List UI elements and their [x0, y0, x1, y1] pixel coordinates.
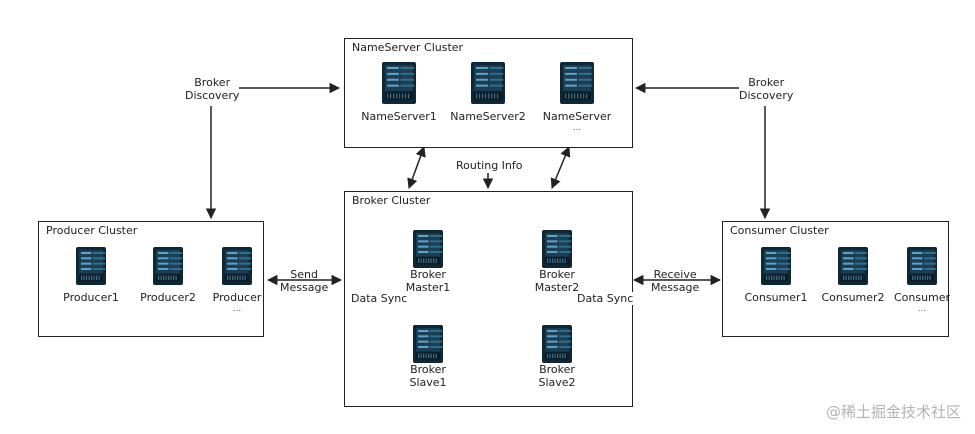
- node-label: NameServer2: [450, 110, 526, 123]
- broker-discovery-right-label: Broker Discovery: [739, 76, 794, 102]
- data-sync-right-label: Data Sync: [577, 292, 634, 305]
- node-sublabel: ...: [232, 304, 242, 314]
- server-icon: [542, 325, 572, 363]
- consumer-node-2[interactable]: Consumer2: [808, 247, 898, 304]
- consumer-cluster-title: Consumer Cluster: [730, 224, 829, 237]
- broker-cluster-title: Broker Cluster: [352, 194, 431, 207]
- node-label: Producer1: [63, 291, 119, 304]
- node-label: Broker Slave2: [538, 363, 576, 389]
- broker-master-2[interactable]: Broker Master2: [512, 230, 602, 294]
- node-sublabel: ...: [917, 304, 927, 314]
- data-sync-left-label: Data Sync: [351, 292, 408, 305]
- server-icon: [382, 62, 416, 104]
- node-label: Producer: [212, 291, 262, 304]
- server-icon: [838, 247, 868, 285]
- server-icon: [76, 247, 106, 285]
- send-message-label: Send Message: [280, 268, 329, 294]
- node-label: Broker Master2: [534, 268, 580, 294]
- node-label: NameServer: [542, 110, 612, 123]
- server-icon: [471, 62, 505, 104]
- node-label: Consumer2: [821, 291, 885, 304]
- broker-discovery-left-label: Broker Discovery: [185, 76, 240, 102]
- consumer-node-3[interactable]: Consumer ...: [877, 247, 967, 314]
- server-icon: [542, 230, 572, 268]
- server-icon: [907, 247, 937, 285]
- nameserver-node-2[interactable]: NameServer2: [443, 62, 533, 123]
- route-arrow-right: [550, 146, 571, 189]
- receive-message-label: Receive Message: [651, 268, 700, 294]
- producer-cluster-title: Producer Cluster: [46, 224, 138, 237]
- node-label: Producer2: [140, 291, 196, 304]
- node-label: Broker Master1: [405, 268, 451, 294]
- node-label: NameServer1: [361, 110, 437, 123]
- node-label: Consumer: [893, 291, 951, 304]
- nameserver-node-1[interactable]: NameServer1: [354, 62, 444, 123]
- producer-node-1[interactable]: Producer1: [46, 247, 136, 304]
- broker-slave-2[interactable]: Broker Slave2: [512, 325, 602, 389]
- watermark: @稀土掘金技术社区: [825, 403, 961, 421]
- node-label: Broker Slave1: [409, 363, 447, 389]
- broker-master-1[interactable]: Broker Master1: [383, 230, 473, 294]
- server-icon: [413, 325, 443, 363]
- server-icon: [761, 247, 791, 285]
- routing-info-label: Routing Info: [456, 159, 523, 172]
- nameserver-cluster-title: NameServer Cluster: [352, 41, 464, 54]
- server-icon: [413, 230, 443, 268]
- producer-node-2[interactable]: Producer2: [123, 247, 213, 304]
- node-label: Consumer1: [744, 291, 808, 304]
- server-icon: [222, 247, 252, 285]
- server-icon: [560, 62, 594, 104]
- consumer-node-1[interactable]: Consumer1: [731, 247, 821, 304]
- route-arrow-left: [407, 146, 426, 189]
- node-sublabel: ...: [572, 123, 582, 133]
- nameserver-node-3[interactable]: NameServer ...: [532, 62, 622, 133]
- broker-slave-1[interactable]: Broker Slave1: [383, 325, 473, 389]
- producer-node-3[interactable]: Producer ...: [192, 247, 282, 314]
- server-icon: [153, 247, 183, 285]
